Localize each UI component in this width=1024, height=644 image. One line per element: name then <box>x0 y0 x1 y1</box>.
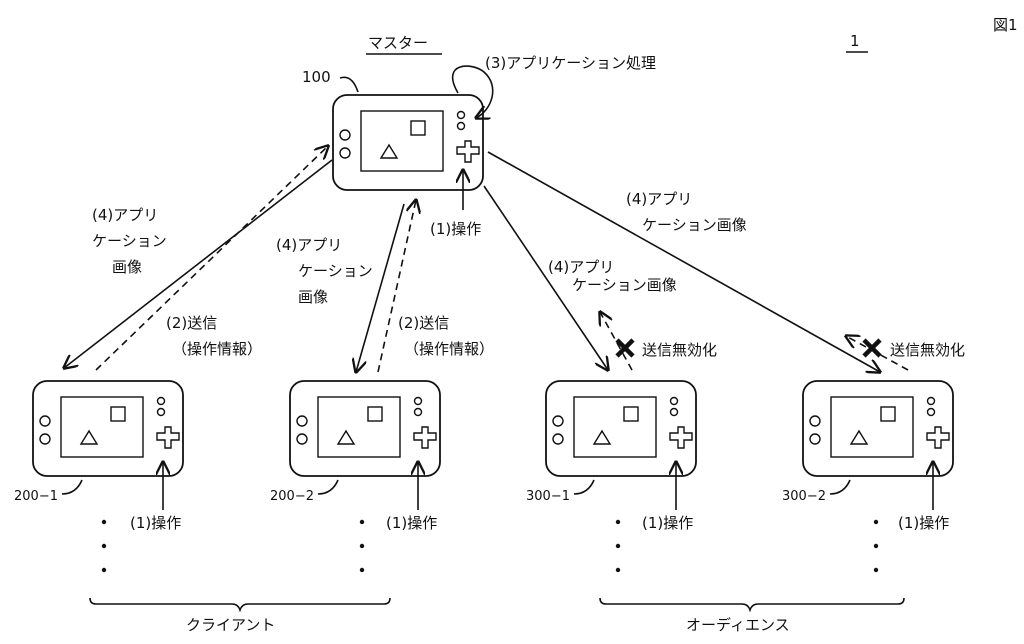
send-label-200-2: (2)送信 （操作情報） <box>398 314 494 358</box>
master-app-process: (3)アプリケーション処理 <box>485 54 656 72</box>
app-image-label-200-1-l2: ケーション <box>92 232 167 250</box>
master-title: マスター <box>368 34 428 52</box>
app-image-label-300-1-l2: ケーション画像 <box>572 276 677 294</box>
ellipsis-200-2 <box>359 519 365 573</box>
app-image-label-300-1: (4)アプリ ケーション画像 <box>548 258 677 294</box>
app-image-label-200-2-l2: ケーション <box>298 262 373 280</box>
audience-console-300-1 <box>545 380 697 477</box>
app-image-label-300-1-l1: (4)アプリ <box>548 258 614 276</box>
clients-label: クライアント <box>186 616 275 634</box>
app-image-arrow-300-2 <box>487 151 880 372</box>
master-operation: (1)操作 <box>430 220 481 238</box>
ellipsis-200-1 <box>101 519 107 573</box>
app-image-arrow-200-1 <box>64 159 333 368</box>
app-image-label-300-2: (4)アプリ ケーション画像 <box>626 190 747 234</box>
audience-console-300-2 <box>802 380 954 477</box>
app-image-label-200-1-l1: (4)アプリ <box>92 206 158 224</box>
device-ref-leader-300-2 <box>829 479 851 495</box>
client-console-200-2 <box>289 380 441 477</box>
send-arrow-200-1 <box>95 146 328 371</box>
send-arrow-200-2 <box>377 200 416 373</box>
send-label-200-1-l1: (2)送信 <box>166 314 217 332</box>
client-console-200-1 <box>32 380 184 477</box>
master-ref-leader <box>339 76 359 93</box>
master-ref: 100 <box>302 68 331 86</box>
audience-brace <box>599 597 905 613</box>
app-image-arrow-300-1 <box>483 185 608 370</box>
figure-label: 図1 <box>993 16 1018 34</box>
device-ref-leader-300-1 <box>573 479 595 495</box>
operation-label-300-2: (1)操作 <box>898 514 949 532</box>
disabled-label-300-2: 送信無効化 <box>890 341 965 359</box>
app-image-label-200-1-l3: 画像 <box>112 258 142 276</box>
master-console <box>332 94 484 191</box>
ellipsis-300-2 <box>873 519 879 573</box>
send-label-200-2-l1: (2)送信 <box>398 314 449 332</box>
device-ref-300-1: 300−1 <box>526 489 570 504</box>
operation-label-300-1: (1)操作 <box>642 514 693 532</box>
app-process-loop-arrow <box>451 65 494 118</box>
ellipsis-300-1 <box>615 519 621 573</box>
operation-label-200-2: (1)操作 <box>386 514 437 532</box>
clients-brace <box>89 597 391 613</box>
app-image-label-200-1: (4)アプリ ケーション 画像 <box>92 206 171 276</box>
device-ref-200-2: 200−2 <box>270 489 314 504</box>
operation-label-200-1: (1)操作 <box>130 514 181 532</box>
app-image-label-200-2-l3: 画像 <box>298 288 328 306</box>
device-ref-leader-200-2 <box>317 479 339 495</box>
device-ref-300-2: 300−2 <box>782 489 826 504</box>
app-image-label-200-2-l1: (4)アプリ <box>276 236 342 254</box>
app-image-label-300-2-l2: ケーション画像 <box>642 216 747 234</box>
disabled-label-300-1: 送信無効化 <box>642 341 717 359</box>
send-label-200-1-l2: （操作情報） <box>172 340 262 358</box>
send-label-200-1: (2)送信 （操作情報） <box>166 314 262 358</box>
app-image-label-200-2: (4)アプリ ケーション 画像 <box>276 236 377 306</box>
disabled-mark-300-2 <box>862 338 882 358</box>
app-image-label-300-2-l1: (4)アプリ <box>626 190 692 208</box>
system-ref: 1 <box>850 32 860 50</box>
device-ref-leader-200-1 <box>61 479 83 495</box>
device-ref-200-1: 200−1 <box>14 489 58 504</box>
app-image-arrow-200-2 <box>356 203 405 372</box>
audience-label: オーディエンス <box>686 616 790 634</box>
disabled-mark-300-1 <box>615 338 635 358</box>
send-label-200-2-l2: （操作情報） <box>404 340 494 358</box>
